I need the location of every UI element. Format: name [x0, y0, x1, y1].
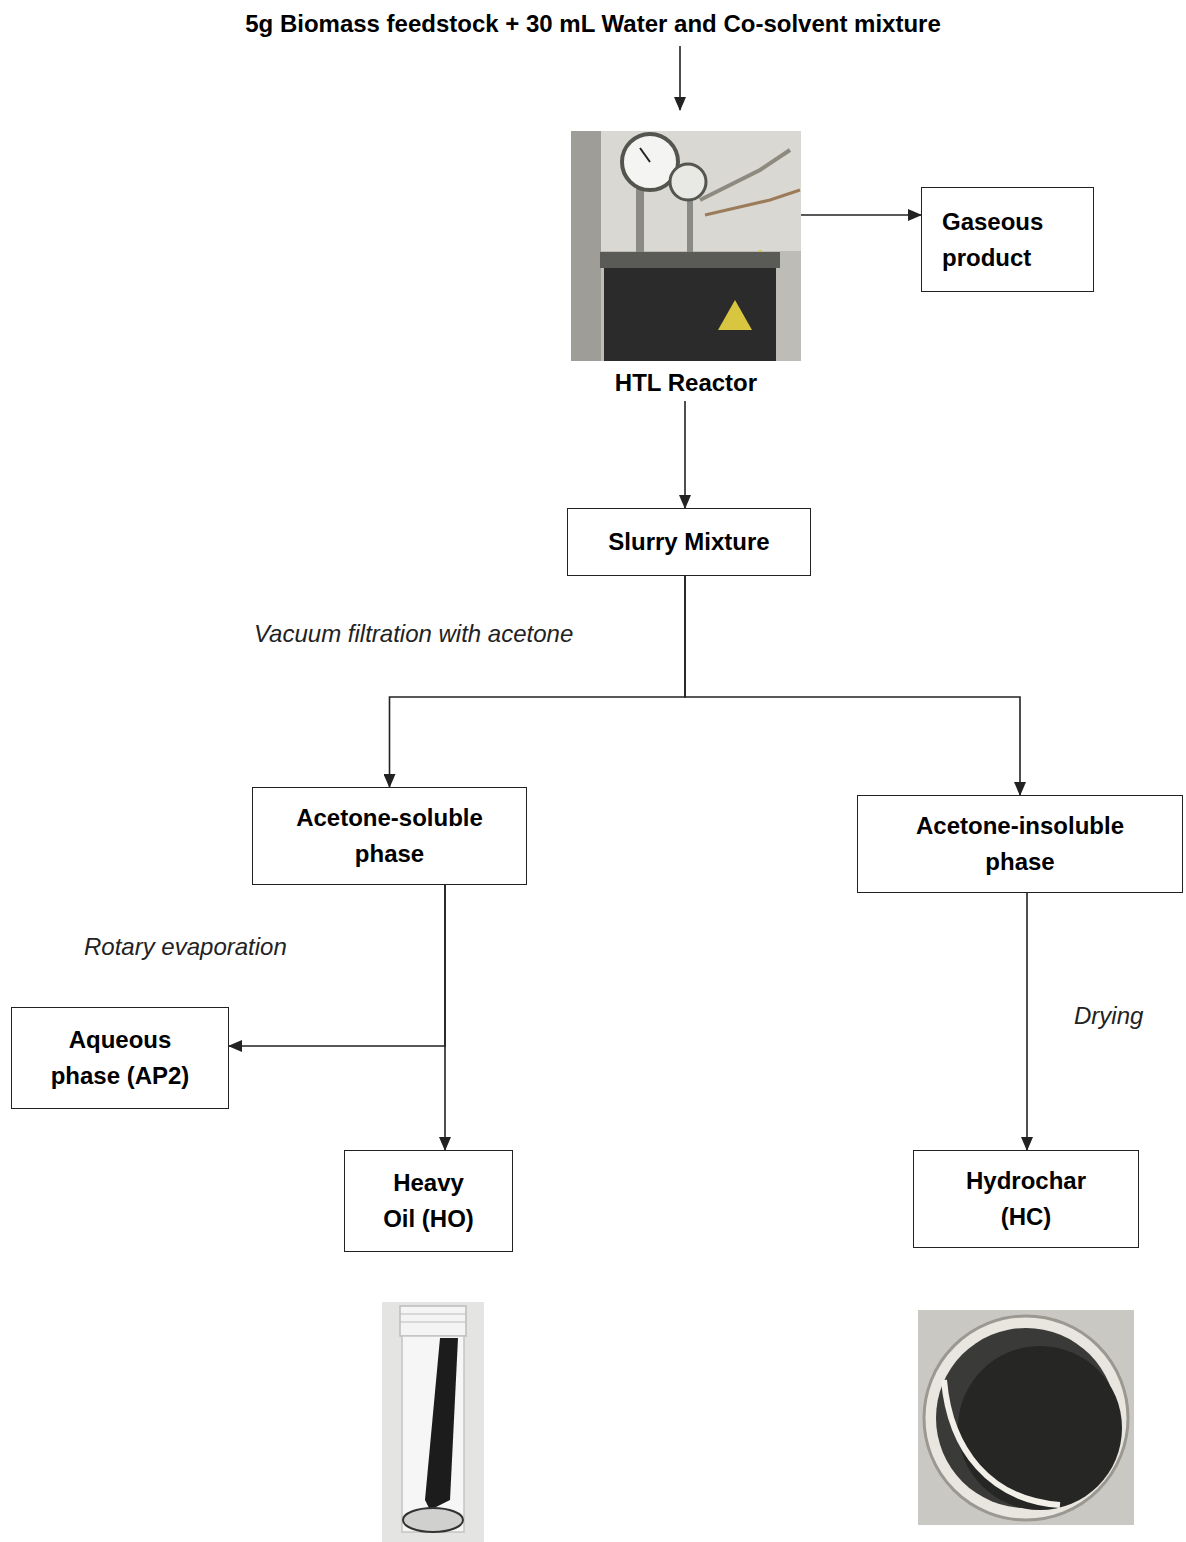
box-label: Gaseous product — [942, 204, 1083, 276]
flow-arrow — [444, 885, 446, 1150]
box-label: Slurry Mixture — [588, 524, 790, 560]
box-label: Acetone-insoluble phase — [878, 808, 1162, 880]
flow-arrow — [685, 576, 1020, 795]
reactor-caption: HTL Reactor — [571, 365, 801, 401]
reactor-photo — [571, 131, 801, 361]
step-label: Drying — [1072, 1000, 1145, 1031]
heavy-oil-photo — [382, 1302, 484, 1542]
hydrochar-photo — [918, 1310, 1134, 1525]
process-box: Slurry Mixture — [567, 508, 811, 576]
flow-arrow — [390, 576, 686, 787]
box-label: Hydrochar (HC) — [944, 1163, 1108, 1235]
flow-arrow — [1026, 893, 1028, 1150]
process-box: Aqueous phase (AP2) — [11, 1007, 229, 1109]
process-box: Acetone-insoluble phase — [857, 795, 1183, 893]
box-label: Heavy Oil (HO) — [377, 1165, 480, 1237]
step-label: Rotary evaporation — [82, 931, 289, 962]
feed-arrow — [679, 46, 681, 110]
step-label: Vacuum filtration with acetone — [252, 618, 575, 649]
box-label: Aqueous phase (AP2) — [32, 1022, 208, 1094]
process-box: Hydrochar (HC) — [913, 1150, 1139, 1248]
flow-arrow — [229, 885, 445, 1046]
flow-arrow — [684, 401, 686, 508]
diagram-title: 5g Biomass feedstock + 30 mL Water and C… — [0, 6, 1186, 42]
process-box: Acetone-soluble phase — [252, 787, 527, 885]
process-box: Gaseous product — [921, 187, 1094, 292]
box-label: Acetone-soluble phase — [273, 800, 506, 872]
flow-arrow — [801, 214, 921, 216]
process-box: Heavy Oil (HO) — [344, 1150, 513, 1252]
reactor-node: HTL Reactor — [571, 131, 801, 401]
